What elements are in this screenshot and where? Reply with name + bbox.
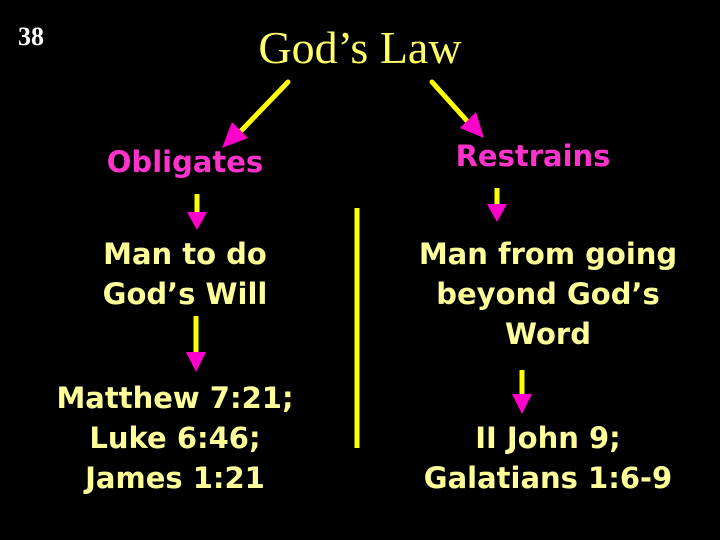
- arrow-title-to-obligates: [222, 79, 291, 148]
- slide-number: 38: [18, 22, 44, 51]
- arrow-obligates-to-object: [187, 194, 207, 230]
- obligates-node: Obligates: [106, 145, 264, 179]
- right-references-node: II John 9; Galatians 1:6-9: [423, 421, 673, 495]
- restrains-node: Restrains: [455, 139, 611, 173]
- man-from-going-beyond-node: Man from going beyond God’s Word: [418, 237, 678, 351]
- arrow-title-to-restrains: [429, 79, 484, 138]
- arrow-restrains-to-object: [487, 188, 507, 222]
- diagram-title: God’s Law: [258, 22, 462, 73]
- arrow-object-to-left-references: [186, 316, 206, 372]
- man-to-do-gods-will-node: Man to do God’s Will: [102, 237, 268, 311]
- left-references-node: Matthew 7:21; Luke 6:46; James 1:21: [56, 381, 294, 495]
- arrow-object-to-right-references: [512, 370, 532, 414]
